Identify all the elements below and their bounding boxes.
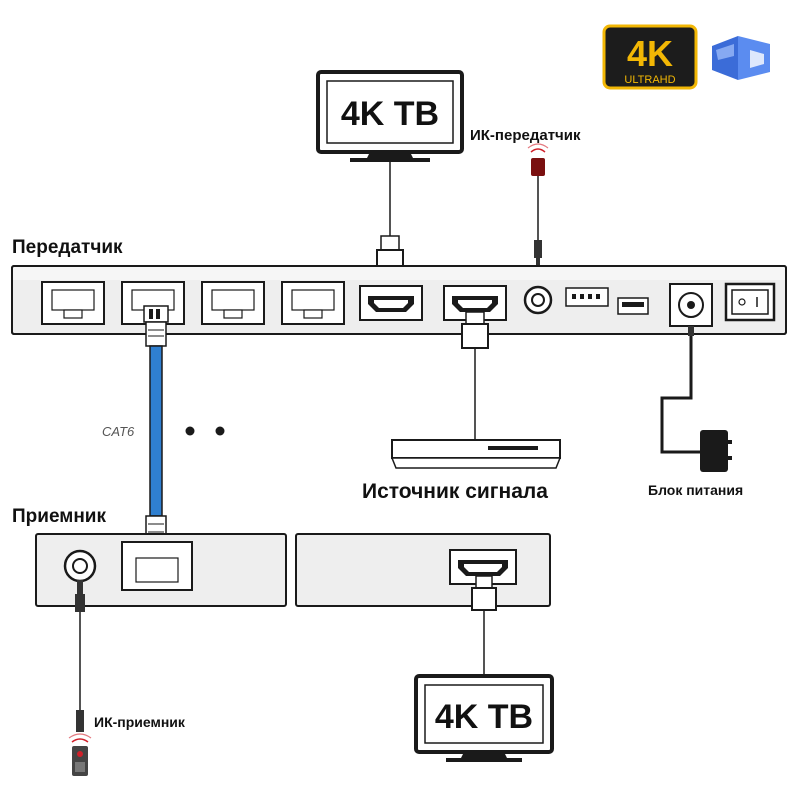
hdmi-out-port xyxy=(359,285,423,321)
ellipsis-dot-1 xyxy=(185,426,195,436)
receiver-title: Приемник xyxy=(12,506,106,527)
usb-port xyxy=(617,297,649,315)
power-switch xyxy=(724,282,776,322)
receiver-ir-jack xyxy=(63,549,97,583)
power-adapter xyxy=(700,430,732,472)
3d-logo xyxy=(712,36,770,80)
cat6-cable xyxy=(149,345,163,517)
tv-bottom: 4K ТВ xyxy=(414,674,554,762)
ellipsis-dot-2 xyxy=(215,426,225,436)
tv-bottom-label: 4K ТВ xyxy=(435,698,533,736)
tv-top: 4K ТВ xyxy=(316,70,464,162)
signal-source-label: Источник сигнала xyxy=(362,480,548,503)
rj45-port-4 xyxy=(281,281,345,325)
cat6-label: CAT6 xyxy=(102,424,135,439)
4k-ultrahd-logo: 4K ULTRAHD xyxy=(602,24,698,90)
power-supply-label: Блок питания xyxy=(648,482,743,498)
ir-receiver-cable xyxy=(75,580,85,732)
uhd-logo-big: 4K xyxy=(627,33,673,74)
receiver-device-left xyxy=(35,533,287,607)
rj45-port-3 xyxy=(201,281,265,325)
uhd-logo-small: ULTRAHD xyxy=(624,74,675,86)
receiver-rj45-port xyxy=(121,541,193,591)
ir-transmitter-label: ИК-передатчик xyxy=(470,127,581,144)
rj45-plug-transmitter xyxy=(143,305,169,347)
hdmi-in-port xyxy=(443,285,507,321)
receiver-hdmi-plug xyxy=(471,575,497,611)
tv-top-label: 4K ТВ xyxy=(341,95,439,133)
service-port xyxy=(565,287,609,307)
ir-transmitter-emitter xyxy=(527,143,549,280)
rj45-port-1 xyxy=(41,281,105,325)
transmitter-title: Передатчик xyxy=(12,237,123,258)
signal-source-box xyxy=(390,439,562,469)
hdmi-in-plug xyxy=(461,311,489,349)
power-cable xyxy=(660,326,702,454)
ir-jack xyxy=(523,285,553,315)
ir-receiver-label: ИК-приемник xyxy=(94,714,186,730)
receiver-device-right xyxy=(295,533,551,607)
transmitter-device xyxy=(11,265,787,335)
ir-receiver-sensor xyxy=(68,733,92,776)
dc-power-port xyxy=(669,283,713,327)
